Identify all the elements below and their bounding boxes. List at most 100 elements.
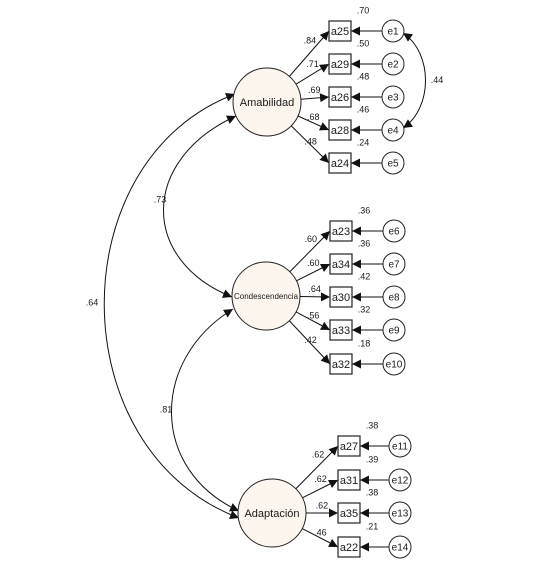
indicator-a34 [329,253,353,275]
indicator-label: a25 [331,26,349,38]
error-e7 [382,252,406,276]
r-squared-value: .18 [358,338,371,348]
error-e5 [381,151,405,175]
loading-value: .56 [307,311,320,321]
error-label: e8 [388,293,400,304]
error-e1 [381,19,405,43]
indicator-a30 [329,286,353,308]
indicator-a26 [328,86,352,108]
error-label: e5 [387,159,399,170]
latent-amab [232,67,302,137]
loading-arrow [295,63,330,85]
indicator-label: a31 [340,475,358,487]
indicator-a31 [337,469,361,491]
latent-label: Condescendencia [234,292,299,301]
r-squared-value: .32 [358,304,371,314]
r-squared-value: .36 [358,238,371,248]
loading-value: .48 [304,136,317,146]
indicator-a23 [329,220,353,242]
correlation-arrow-amab-adap [103,92,240,519]
loading-value: .62 [312,450,325,460]
r-squared-value: .48 [357,71,370,81]
indicator-a24 [328,152,352,174]
indicator-label: a32 [332,359,350,371]
correlation-arrow-cond-adap [171,308,240,512]
error-label: e11 [392,442,408,453]
error-label: e2 [387,60,399,71]
error-label: e1 [387,27,399,38]
loading-value: .60 [307,258,320,268]
loading-arrow [288,320,331,365]
error-e6 [382,219,406,243]
r-squared-value: .24 [357,137,370,147]
indicator-label: a28 [331,125,349,137]
r-squared-value: .38 [366,420,379,430]
error-e4 [381,118,405,142]
indicator-label: a34 [332,259,350,271]
latent-adap [237,478,307,548]
error-e2 [381,52,405,76]
error-label: e13 [392,509,409,520]
error-e10 [382,352,406,376]
error-e3 [381,85,405,109]
error-label: e10 [386,360,403,371]
error-covariance-value: .44 [431,75,444,85]
loading-paths [288,26,389,552]
correlation-value: .81 [160,404,173,414]
correlation-arrow-amab-cond [163,115,237,298]
loading-arrow [288,30,330,77]
indicator-label: a35 [340,508,358,520]
loading-value: .84 [304,36,317,46]
error-label: e9 [388,326,400,337]
indicator-label: a26 [331,92,349,104]
error-e9 [382,318,406,342]
loading-arrow [302,479,339,499]
r-squared-value: .70 [357,5,370,15]
error-e8 [382,285,406,309]
loading-value: .60 [304,234,317,244]
r-squared-value: .36 [358,205,371,215]
loading-arrow [297,115,330,131]
indicator-a33 [329,319,353,341]
error-label: e6 [388,227,400,238]
indicator-a28 [328,119,352,141]
loading-value: .46 [314,527,327,537]
loading-value: .68 [307,112,320,122]
loading-value: .62 [314,474,327,484]
loading-value: .42 [304,335,317,345]
indicator-a32 [329,353,353,375]
error-e13 [388,501,412,525]
r-squared-value: .46 [357,104,370,114]
loading-arrow [296,263,331,282]
error-label: e12 [392,476,409,487]
r-squared-value: .21 [366,521,379,531]
indicator-a22 [337,536,361,558]
loading-arrow [289,230,331,273]
r-squared-value: .50 [357,38,370,48]
indicator-label: a23 [332,226,350,238]
loading-arrow [295,311,331,331]
error-label: e14 [392,543,409,554]
coefficient-labels: .73.81.64.84.70.71.50.69.48.68.46.48.24.… [86,5,444,537]
error-e11 [388,434,412,458]
factor-correlations [103,32,426,519]
r-squared-value: .38 [366,487,379,497]
error-covariance-arrow [402,32,426,129]
loading-value: .62 [316,500,329,510]
loading-arrow [290,125,330,164]
latent-label: Adaptación [244,508,299,520]
error-e12 [388,468,412,492]
error-label: e3 [387,93,399,104]
correlation-value: .64 [86,297,99,307]
loading-value: .64 [308,284,321,294]
r-squared-value: .42 [358,271,371,281]
loading-value: .71 [306,59,319,69]
indicator-label: a30 [332,292,350,304]
indicator-a27 [337,435,361,457]
indicator-label: a29 [331,59,349,71]
r-squared-value: .39 [366,454,379,464]
loading-value: .69 [308,85,321,95]
loading-arrow [301,528,339,548]
